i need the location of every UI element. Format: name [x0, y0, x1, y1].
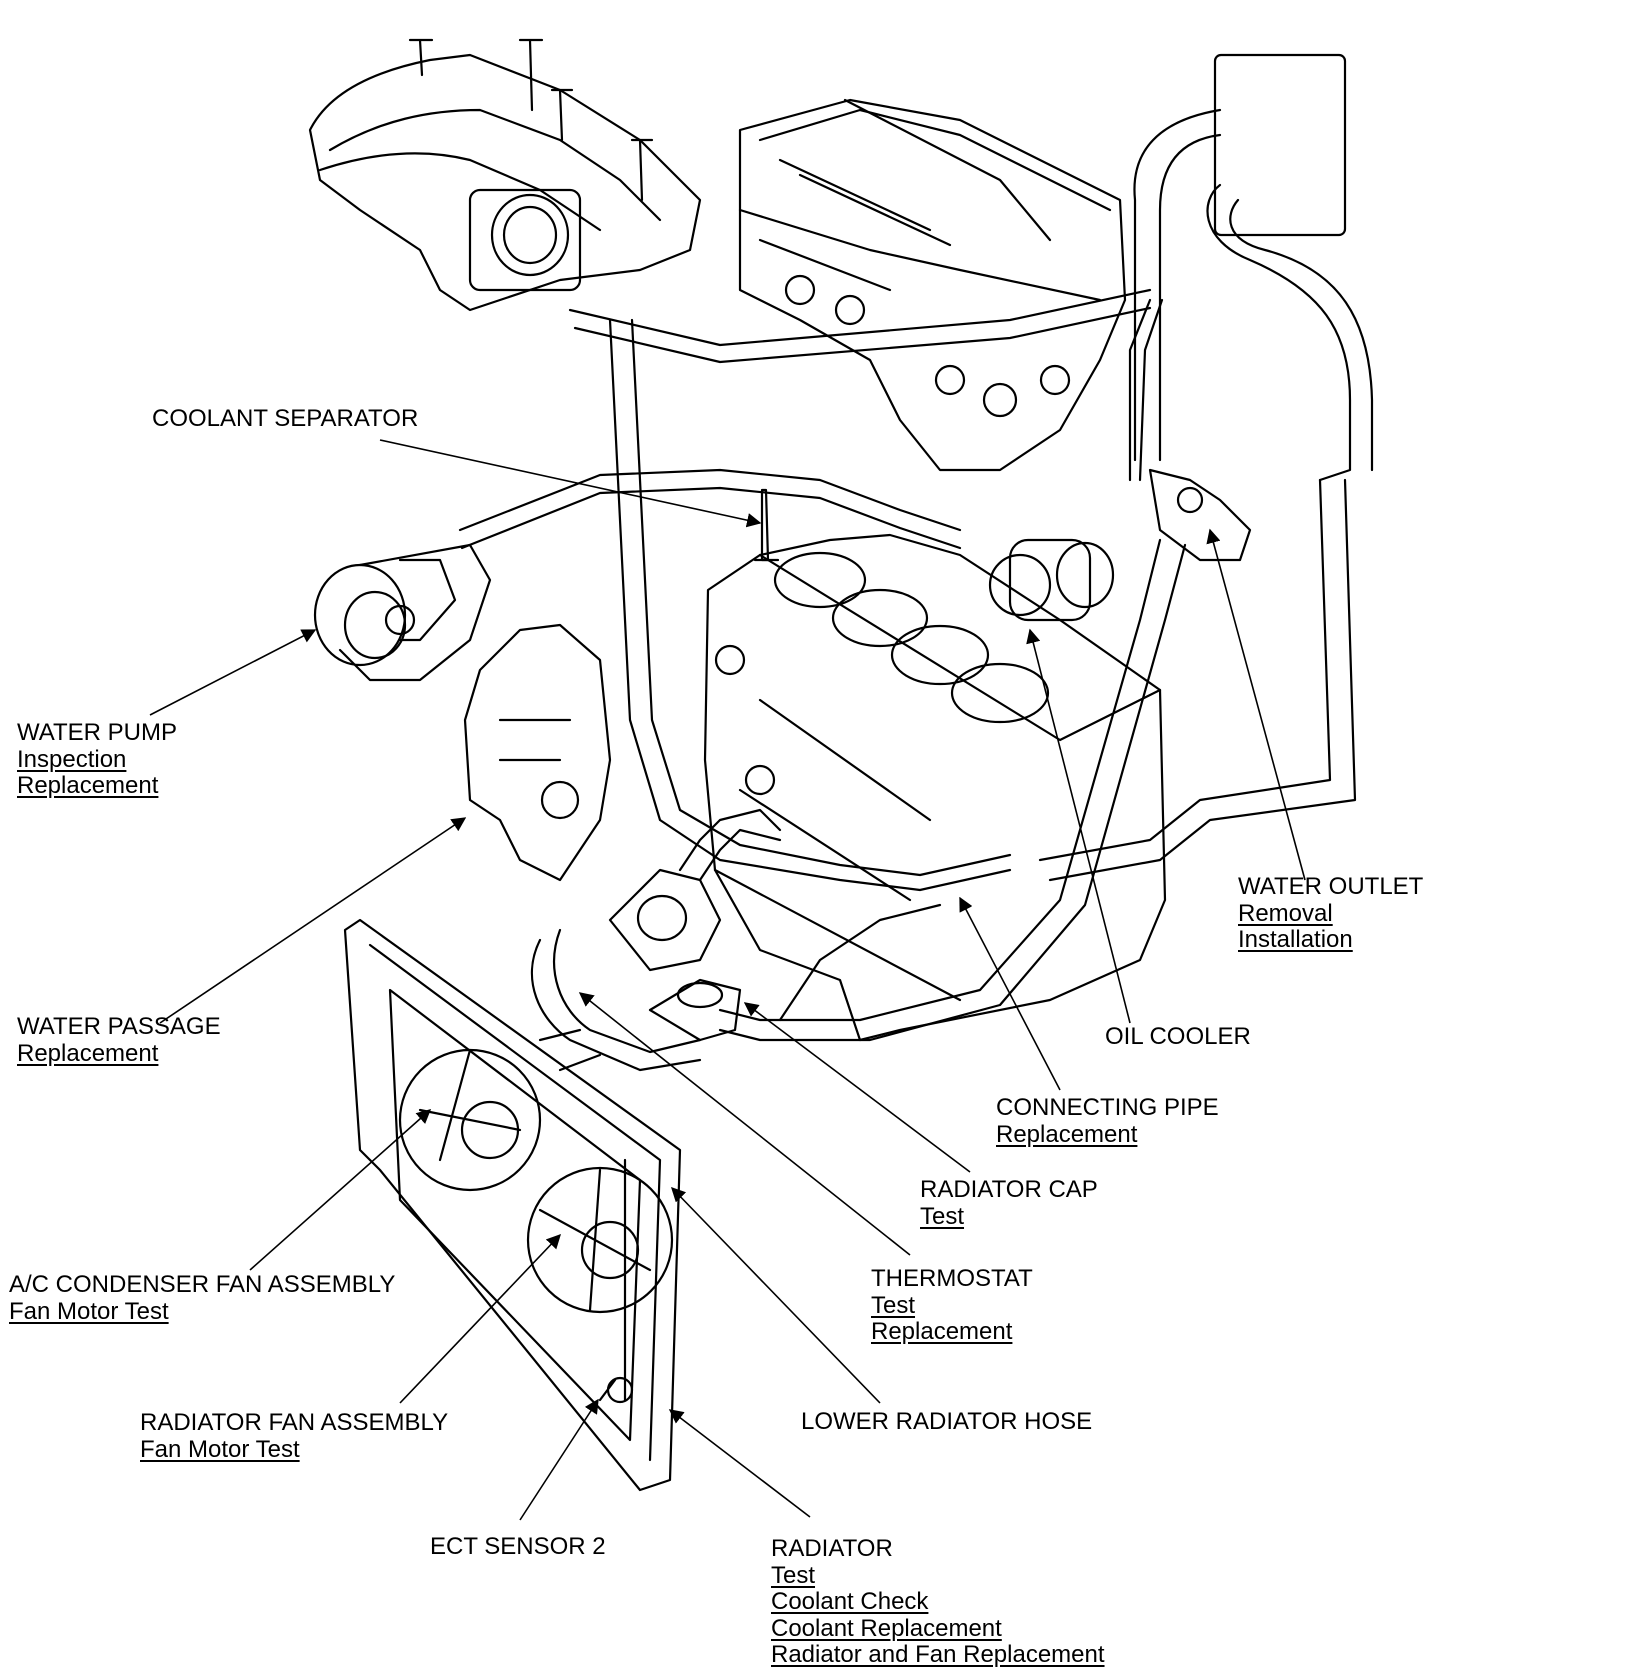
water-outlet-removal-link[interactable]: Removal — [1238, 899, 1333, 927]
thermostat-label: THERMOSTAT — [871, 1265, 1033, 1292]
connecting-pipe-replacement-link[interactable]: Replacement — [996, 1120, 1138, 1148]
callout-water-pump: WATER PUMP Inspection Replacement — [17, 719, 177, 800]
leader-radiator-fan — [399, 1233, 561, 1404]
callout-lower-radiator-hose: LOWER RADIATOR HOSE — [801, 1408, 1093, 1436]
leader-water-passage — [159, 817, 467, 1024]
coolant-check-link[interactable]: Coolant Check — [771, 1588, 929, 1615]
heater-hoses — [458, 288, 1164, 892]
water-pump-inspection-link[interactable]: Inspection — [17, 745, 127, 773]
leader-oil-cooler — [1026, 628, 1131, 1024]
leader-lines — [149, 439, 1306, 1521]
leader-radiator-cap — [743, 1002, 971, 1173]
lower-radiator-hose-label: LOWER RADIATOR HOSE — [801, 1408, 1093, 1435]
engine-block — [703, 533, 1167, 1042]
cylinder-head — [738, 98, 1127, 472]
water-outlet-hoses — [1038, 53, 1374, 882]
water-pump-part — [313, 543, 492, 682]
callout-radiator-cap: RADIATOR CAP Test — [920, 1176, 1098, 1230]
water-passage-replacement-link[interactable]: Replacement — [17, 1039, 159, 1067]
intake-manifold — [308, 38, 702, 312]
leader-coolant-separator — [379, 439, 762, 528]
radiator-fan-replacement-link[interactable]: Radiator and Fan Replacement — [771, 1641, 1105, 1668]
lower-radiator-hose-part — [530, 928, 702, 1072]
coolant-separator-part — [753, 488, 780, 562]
callout-water-passage: WATER PASSAGE Replacement — [17, 1013, 221, 1067]
leader-thermostat — [578, 992, 911, 1256]
connecting-pipe-label: CONNECTING PIPE — [996, 1094, 1219, 1121]
thermostat-part — [608, 808, 782, 972]
callout-connecting-pipe: CONNECTING PIPE Replacement — [996, 1094, 1219, 1148]
oil-cooler-label: OIL COOLER — [1105, 1023, 1251, 1050]
water-pump-replacement-link[interactable]: Replacement — [17, 772, 159, 799]
leader-lower-radiator-hose — [670, 1186, 881, 1404]
callout-water-outlet: WATER OUTLET Removal Installation — [1238, 873, 1424, 954]
leader-radiator — [668, 1409, 811, 1518]
radiator-fan-label: RADIATOR FAN ASSEMBLY — [140, 1409, 449, 1436]
water-passage-part — [463, 623, 612, 882]
leader-connecting-pipe — [959, 896, 1061, 1091]
callout-ect-sensor-2: ECT SENSOR 2 — [430, 1533, 606, 1561]
ac-condenser-fan-motor-test-link[interactable]: Fan Motor Test — [9, 1297, 169, 1325]
radiator-label: RADIATOR — [771, 1535, 893, 1562]
callout-oil-cooler: OIL COOLER — [1105, 1023, 1251, 1051]
water-pump-label: WATER PUMP — [17, 719, 177, 746]
radiator-part — [343, 918, 682, 1492]
leader-water-outlet — [1206, 528, 1306, 881]
callout-coolant-separator: COOLANT SEPARATOR — [152, 405, 419, 433]
leader-ac-condenser-fan — [249, 1109, 432, 1271]
callout-thermostat: THERMOSTAT Test Replacement — [871, 1265, 1033, 1346]
radiator-test-link[interactable]: Test — [771, 1561, 816, 1589]
thermostat-test-link[interactable]: Test — [871, 1291, 916, 1319]
connecting-pipe-part — [718, 538, 1187, 1042]
water-outlet-label: WATER OUTLET — [1238, 873, 1424, 900]
coolant-replacement-link[interactable]: Coolant Replacement — [771, 1614, 1002, 1642]
coolant-separator-label: COOLANT SEPARATOR — [152, 405, 419, 432]
callout-ac-condenser-fan: A/C CONDENSER FAN ASSEMBLY Fan Motor Tes… — [9, 1271, 396, 1325]
callout-radiator: RADIATOR Test Coolant Check Coolant Repl… — [771, 1535, 1105, 1669]
radiator-cap-part — [648, 978, 742, 1042]
water-passage-label: WATER PASSAGE — [17, 1013, 221, 1040]
radiator-cap-label: RADIATOR CAP — [920, 1176, 1098, 1203]
ac-condenser-fan-label: A/C CONDENSER FAN ASSEMBLY — [9, 1271, 396, 1298]
leader-ect-sensor — [519, 1398, 599, 1521]
thermostat-replacement-link[interactable]: Replacement — [871, 1318, 1013, 1345]
radiator-cap-test-link[interactable]: Test — [920, 1202, 965, 1230]
radiator-fan-motor-test-link[interactable]: Fan Motor Test — [140, 1435, 300, 1463]
oil-cooler-part — [988, 538, 1115, 622]
water-outlet-installation-link[interactable]: Installation — [1238, 926, 1353, 953]
ect-sensor-2-label: ECT SENSOR 2 — [430, 1533, 606, 1560]
callout-radiator-fan: RADIATOR FAN ASSEMBLY Fan Motor Test — [140, 1409, 449, 1463]
leader-water-pump — [149, 629, 317, 716]
